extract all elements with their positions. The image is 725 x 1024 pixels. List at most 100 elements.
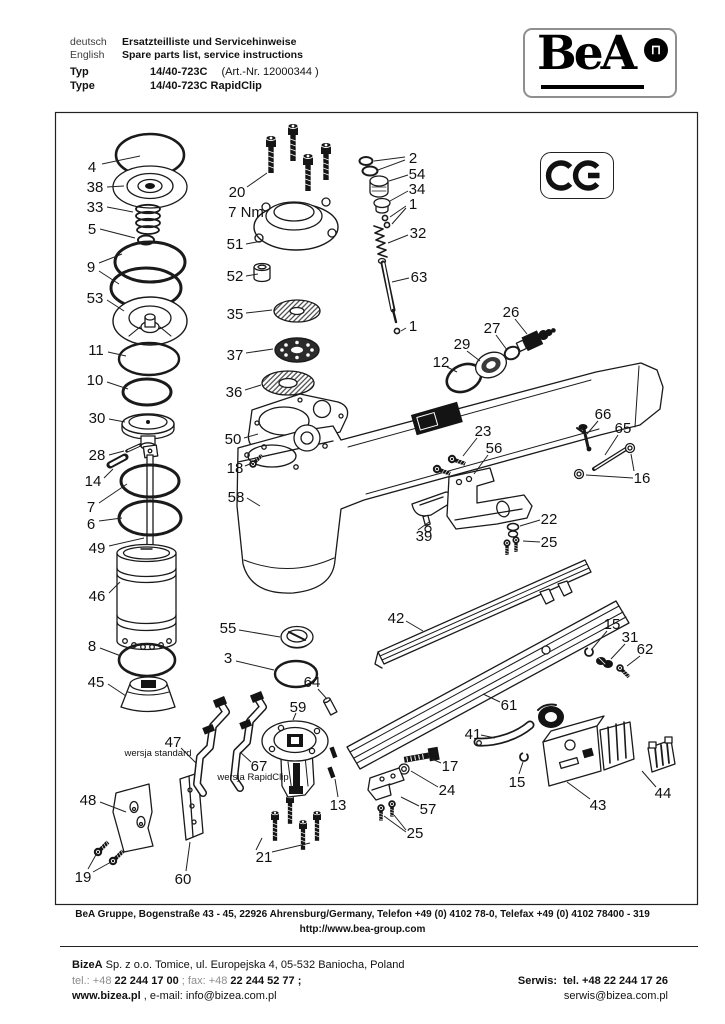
leader-line-26 — [514, 318, 528, 335]
part-valve-34 — [373, 197, 391, 214]
leader-line-30 — [108, 418, 126, 423]
part-screws-20 — [265, 122, 332, 192]
part-label-61: 61 — [501, 697, 518, 714]
leader-line-44 — [641, 770, 657, 788]
leader-line-61 — [482, 693, 501, 703]
leader-line-12 — [446, 366, 458, 373]
staple-badge-icon: ⊓ — [644, 38, 668, 62]
part-end-cap-29 — [474, 351, 508, 379]
part-label-55: 55 — [220, 620, 237, 637]
part-label-22: 22 — [541, 511, 558, 528]
leader-line-64 — [317, 688, 328, 700]
part-screw-62 — [614, 662, 633, 681]
leader-line-34 — [389, 190, 409, 202]
leader-line-62 — [626, 655, 641, 667]
fax-prefix: ; fax: +48 — [178, 974, 231, 987]
part-label-20: 20 — [229, 184, 246, 201]
part-label-53: 53 — [87, 290, 104, 307]
footer-divider — [60, 946, 698, 947]
part-pusher-43 — [542, 715, 635, 787]
doc-title-en: Spare parts list, service instructions — [122, 49, 303, 61]
typ-label: Typ — [70, 66, 89, 78]
part-label-3: 3 — [224, 650, 232, 667]
part-label-52: 52 — [227, 268, 244, 285]
leader-line-19 — [87, 852, 98, 870]
part-cap-51 — [253, 197, 339, 251]
bea-logo-underline — [541, 85, 644, 89]
leader-line-57 — [400, 796, 420, 807]
part-label-54: 54 — [409, 166, 426, 183]
leader-line-4 — [101, 155, 141, 165]
part-label-7: 7 — [87, 499, 95, 516]
part-pin-14 — [106, 453, 129, 469]
leader-line-60 — [185, 841, 191, 872]
part-mesh-gasket-36 — [261, 370, 315, 396]
part-label-37: 37 — [227, 347, 244, 364]
part-trigger-39 — [411, 491, 454, 533]
leader-line-56 — [473, 454, 489, 475]
diagram-note: wersja RapidClip — [216, 772, 288, 783]
leader-line-48 — [99, 801, 127, 813]
leader-line-38 — [106, 185, 125, 188]
fax-suffix: ; — [294, 974, 302, 987]
model-code: 14/40-723C — [150, 66, 208, 78]
part-oring-10 — [121, 377, 173, 407]
leader-line-10 — [106, 381, 129, 390]
part-rod-65 — [592, 447, 628, 471]
part-body-58 — [236, 362, 664, 594]
part-label-26: 26 — [503, 304, 520, 321]
part-label-25: 25 — [541, 534, 558, 551]
leader-line-52 — [245, 273, 259, 277]
model-name: 14/40-723C RapidClip — [150, 79, 262, 92]
part-lever-67 — [230, 691, 267, 792]
language-labels: deutsch English — [70, 36, 107, 62]
part-label-34: 34 — [409, 181, 426, 198]
leader-line-22 — [519, 519, 541, 527]
distributor-phone-line: tel.: +48 22 244 17 00 ; fax: +48 22 244… — [72, 974, 404, 990]
service-email: serwis@bizea.com.pl — [563, 990, 668, 1002]
type-label: Type — [70, 79, 95, 92]
part-label-1: 1 — [409, 318, 417, 335]
part-label-65: 65 — [615, 420, 632, 437]
leader-line-17 — [431, 758, 442, 764]
distributor-address-line: BizeA Sp. z o.o. Tomice, ul. Europejska … — [72, 958, 404, 974]
part-label-18: 18 — [227, 460, 244, 477]
distributor-name: BizeA — [72, 959, 103, 971]
part-label-8: 8 — [88, 638, 96, 655]
leader-line-32 — [387, 234, 409, 244]
service-phone: Serwis: tel. +48 22 244 17 26 — [517, 974, 668, 987]
footer-url: http://www.bea-group.com — [299, 924, 426, 935]
part-circlip-15-lower — [519, 752, 529, 762]
part-oring-3 — [273, 659, 319, 689]
bea-logo: BeA ⊓ — [523, 26, 677, 98]
leader-line-21 — [255, 837, 263, 851]
part-label-6: 6 — [87, 516, 95, 533]
part-foot-59 — [261, 720, 329, 798]
leader-line-35 — [245, 309, 273, 314]
part-valve-66 — [576, 424, 592, 452]
part-label-46: 46 — [89, 588, 106, 605]
leader-line-55 — [238, 629, 281, 638]
part-label-51: 51 — [227, 236, 244, 253]
part-label-15: 15 — [604, 616, 621, 633]
leader-line-53 — [106, 299, 125, 312]
part-label-16: 16 — [634, 470, 651, 487]
leader-line-3 — [235, 660, 275, 671]
leader-line-14 — [103, 468, 114, 479]
leader-line-36 — [244, 384, 262, 391]
leader-line-58 — [246, 497, 261, 507]
tel-number: 22 244 17 00 — [114, 974, 179, 987]
model-values: 14/40-723C(Art.-Nr. 12000344 ) 14/40-723… — [150, 66, 319, 93]
part-label-43: 43 — [590, 797, 607, 814]
part-label-15: 15 — [509, 774, 526, 791]
part-pin-28 — [125, 443, 142, 453]
part-bracket-57 — [367, 767, 405, 801]
part-mesh-disc-35 — [273, 299, 321, 323]
leader-line-2 — [373, 156, 406, 162]
footer-company-line: BeA Gruppe, Bogenstraße 43 - 45, 22926 A… — [75, 909, 650, 920]
part-air-fitting-26 — [515, 328, 556, 353]
part-label-4: 4 — [88, 159, 96, 176]
part-screws-21 — [270, 793, 322, 851]
ce-mark-glyphs — [545, 160, 600, 191]
part-label-17: 17 — [442, 758, 459, 775]
